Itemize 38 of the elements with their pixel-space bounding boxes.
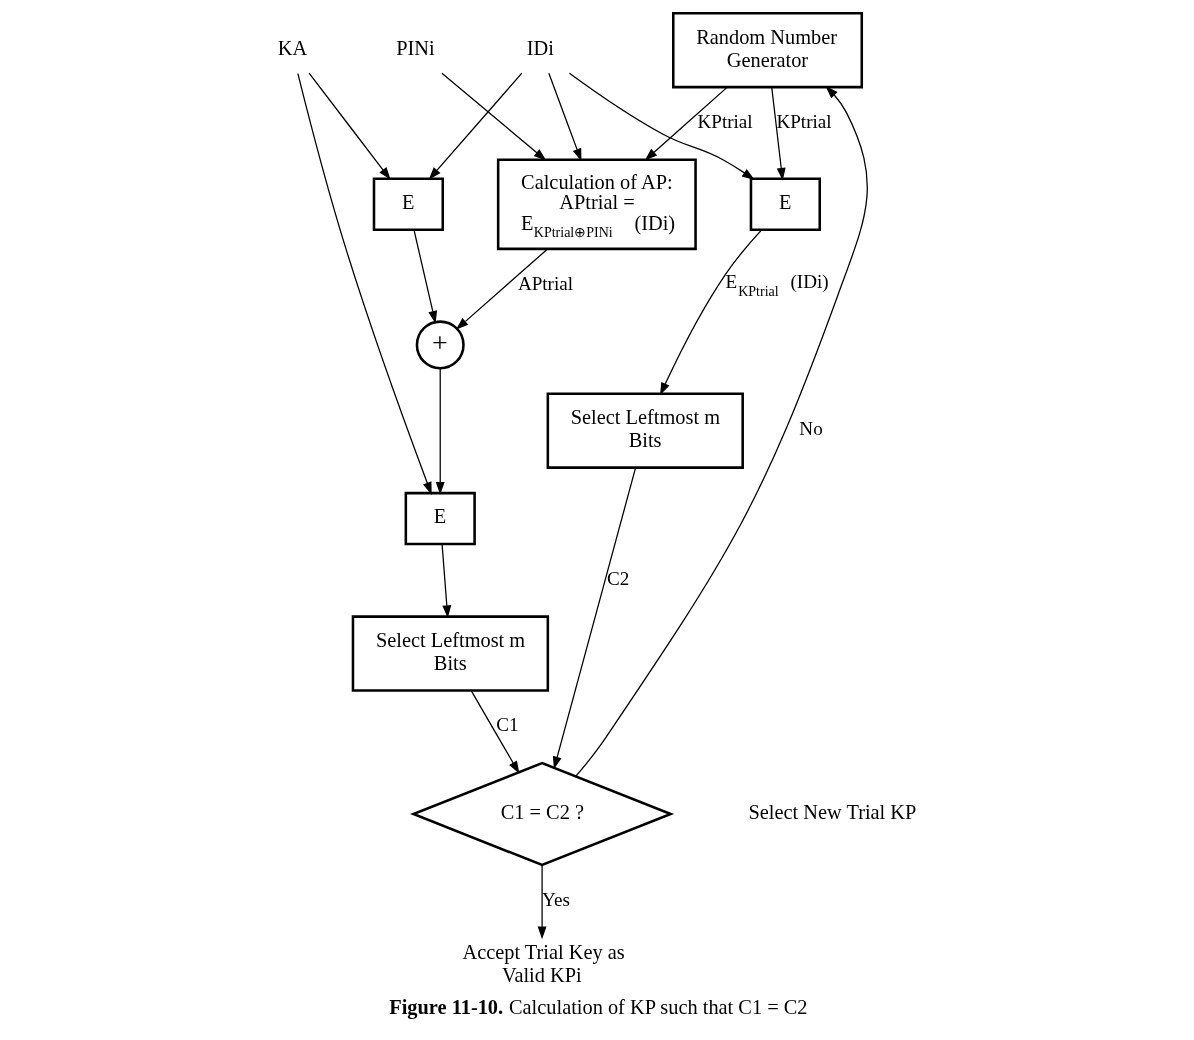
arrow: [568, 72, 755, 180]
arrow: [307, 72, 391, 180]
arrow: [428, 72, 522, 180]
arrow: [455, 248, 548, 330]
arrow: [412, 229, 437, 324]
arrow: [440, 72, 546, 161]
caption: Figure 11-10. Calculation of KP such that C1 = C2: [388, 995, 808, 1018]
node-box: E: [372, 177, 444, 232]
label: Select New Trial KP: [747, 800, 916, 823]
arrow: [659, 229, 762, 396]
node-text: KA: [277, 37, 307, 60]
arrow: [644, 86, 728, 161]
node-text: PINi: [395, 37, 435, 60]
arrow: [770, 86, 786, 181]
arrow: [547, 72, 581, 162]
arrow: [296, 72, 432, 495]
arrow: [470, 690, 519, 774]
edge-label: KPtrial: [696, 110, 753, 132]
node-circle: +: [415, 320, 465, 370]
arrow: [574, 86, 868, 777]
edge-label: APtrial: [517, 272, 573, 294]
edge-label: C2: [606, 567, 629, 589]
node-box: Calculation of AP: APtrial = E$_{KPtrial⊕PINi}$(IDi): [496, 158, 697, 251]
arrow: [537, 864, 547, 940]
node-text: IDi: [526, 37, 554, 60]
arrow: [435, 367, 445, 495]
node-box: E: [749, 177, 821, 232]
node-box: Random Number Generator: [671, 12, 863, 89]
node-box: Select Leftmost m Bits: [351, 615, 549, 692]
node-box: E: [404, 491, 476, 546]
edge-label: E$_{KPtrial}$(IDi): [724, 271, 829, 299]
arrow: [440, 543, 451, 619]
node-text: Accept Trial Key as Valid KPi: [462, 940, 625, 986]
edge-label: C1: [495, 714, 519, 736]
edge-label: KPtrial: [775, 110, 832, 132]
edge-label: No: [798, 418, 823, 440]
node-box: Select Leftmost m Bits: [546, 392, 744, 469]
arrow: [552, 467, 636, 770]
